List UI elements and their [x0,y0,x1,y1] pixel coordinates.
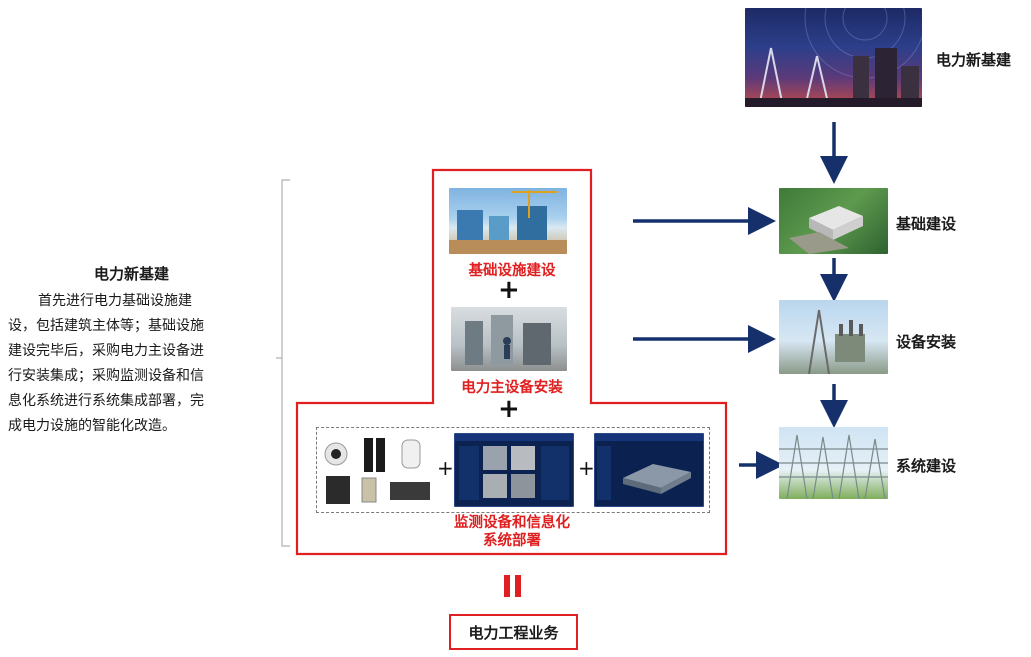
result-box: 电力工程业务 [449,614,578,650]
equipment-photo [779,300,888,374]
monitoring-devices-image [322,432,434,506]
equals-bar [515,575,521,597]
desc-line: 首先进行电力基础设施建 [38,293,192,309]
equals-bar [504,575,510,597]
step-foundation-label: 基础设施建设 [468,263,556,279]
plus-sign: + [498,394,520,424]
plus-sign: + [578,456,595,480]
foundation-site-photo [779,188,888,254]
right-step-system: 系统建设 [896,457,957,475]
desc-line: 建设完毕后，采购电力主设备进 [8,343,204,359]
left-bracket [276,179,290,547]
step-monitoring-label: 监测设备和信息化 系统部署 [433,514,591,550]
step-equipment-label: 电力主设备安装 [461,380,563,396]
left-title: 电力新基建 [94,265,170,283]
step-monitoring-line1: 监测设备和信息化 [454,515,570,531]
plus-sign: + [437,456,454,480]
3d-model-dashboard-screenshot [594,433,704,507]
substation-photo [779,427,888,499]
right-step-foundation: 基础建设 [896,215,957,233]
step-monitoring-line2: 系统部署 [483,533,541,549]
desc-line: 成电力设施的智能化改造。 [8,418,176,434]
desc-line: 行安装集成；采购监测设备和信 [8,368,204,384]
construction-photo [449,188,567,254]
monitoring-devices-box [316,427,710,513]
left-description: 首先进行电力基础设施建 设，包括建筑主体等；基础设施 建设完毕后，采购电力主设备… [8,289,204,439]
right-step-equipment: 设备安装 [896,333,957,351]
equipment-install-photo [451,307,567,371]
right-title: 电力新基建 [936,51,1012,69]
equals-sign [502,575,524,599]
power-station-night-photo [745,8,922,107]
desc-line: 息化系统进行系统集成部署，完 [8,393,204,409]
desc-line: 设，包括建筑主体等；基础设施 [8,318,204,334]
plus-sign: + [498,275,520,305]
dashboard-screenshot [454,433,574,507]
